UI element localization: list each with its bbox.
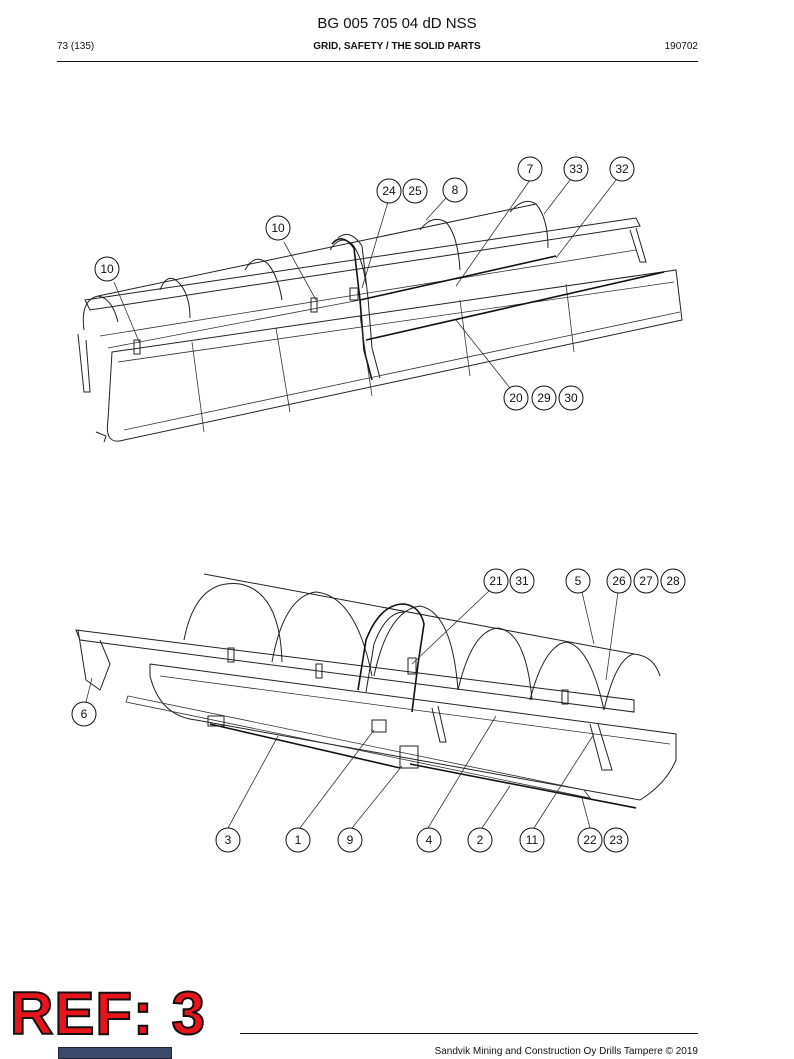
footer-copyright: Sandvik Mining and Construction Oy Drill…	[434, 1046, 698, 1057]
balloon-5: 5	[565, 568, 591, 594]
svg-text:30: 30	[564, 391, 578, 405]
svg-text:22: 22	[583, 833, 597, 847]
svg-text:10: 10	[271, 221, 285, 235]
balloon-11: 11	[519, 827, 545, 853]
svg-text:25: 25	[408, 184, 422, 198]
bottom-leader-lines	[85, 589, 619, 829]
document-title: BG 005 705 04 dD NSS	[317, 15, 477, 32]
svg-text:33: 33	[569, 162, 583, 176]
balloon-27: 27	[633, 568, 659, 594]
svg-text:6: 6	[81, 707, 88, 721]
svg-text:7: 7	[527, 162, 534, 176]
svg-text:11: 11	[526, 833, 539, 847]
balloon-28: 28	[660, 568, 686, 594]
svg-text:31: 31	[515, 574, 529, 588]
top-leader-lines	[113, 179, 617, 389]
svg-text:8: 8	[452, 183, 459, 197]
svg-text:26: 26	[612, 574, 626, 588]
bottom-balloons: 21 31 5 26 27 28 6 3 1 9 4 2 11 22 23	[71, 568, 686, 853]
svg-text:29: 29	[537, 391, 551, 405]
balloon-9: 9	[337, 827, 363, 853]
balloon-1: 1	[285, 827, 311, 853]
svg-text:27: 27	[639, 574, 653, 588]
balloon-7: 7	[517, 156, 543, 182]
balloon-22: 22	[577, 827, 603, 853]
svg-text:28: 28	[666, 574, 680, 588]
bottom-assembly-drawing	[75, 573, 677, 809]
balloon-21: 21	[483, 568, 509, 594]
balloon-2: 2	[467, 827, 493, 853]
svg-text:32: 32	[615, 162, 629, 176]
top-balloons: 7 33 32 24 25 8 10 10 20 29 30	[94, 156, 635, 411]
date-code: 190702	[664, 41, 698, 52]
svg-text:23: 23	[609, 833, 623, 847]
balloon-10b: 10	[94, 256, 120, 282]
balloon-10a: 10	[265, 215, 291, 241]
svg-text:5: 5	[575, 574, 582, 588]
header-rule	[57, 61, 698, 62]
balloon-6: 6	[71, 701, 97, 727]
reference-stamp: REF: 3	[9, 980, 207, 1047]
balloon-31: 31	[509, 568, 535, 594]
section-title: GRID, SAFETY / THE SOLID PARTS	[313, 41, 481, 52]
balloon-33: 33	[563, 156, 589, 182]
svg-text:9: 9	[347, 833, 354, 847]
balloon-30: 30	[558, 385, 584, 411]
balloon-20: 20	[503, 385, 529, 411]
balloon-29: 29	[531, 385, 557, 411]
svg-text:2: 2	[477, 833, 484, 847]
balloon-24: 24	[376, 178, 402, 204]
balloon-25: 25	[402, 178, 428, 204]
svg-text:1: 1	[295, 833, 302, 847]
svg-text:3: 3	[225, 833, 232, 847]
svg-text:21: 21	[489, 574, 503, 588]
svg-text:20: 20	[509, 391, 523, 405]
top-assembly-drawing	[77, 200, 683, 443]
balloon-26: 26	[606, 568, 632, 594]
balloon-4: 4	[416, 827, 442, 853]
svg-text:10: 10	[100, 262, 114, 276]
svg-text:24: 24	[382, 184, 396, 198]
balloon-32: 32	[609, 156, 635, 182]
balloon-23: 23	[603, 827, 629, 853]
svg-text:4: 4	[426, 833, 433, 847]
page-number: 73 (135)	[57, 41, 95, 52]
company-logo	[58, 1047, 172, 1059]
balloon-3: 3	[215, 827, 241, 853]
balloon-8: 8	[442, 177, 468, 203]
footer-rule	[240, 1033, 698, 1034]
